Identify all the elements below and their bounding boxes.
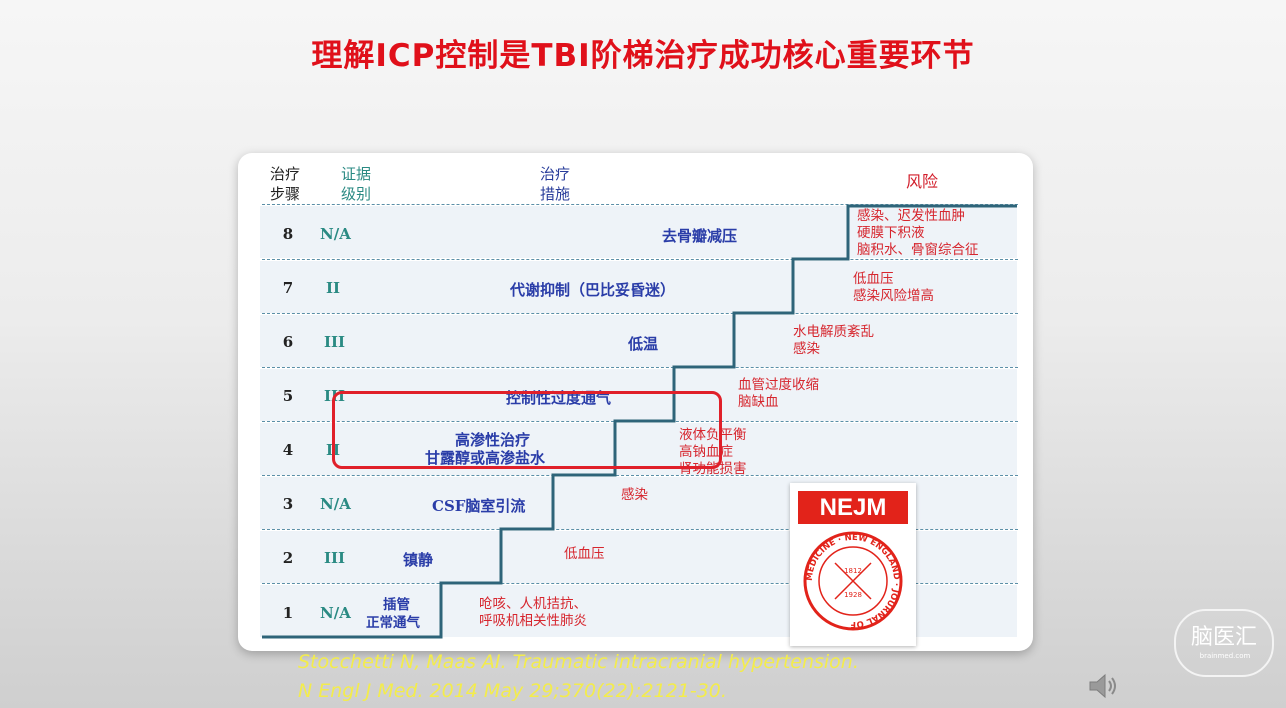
row-separator [262, 367, 1018, 368]
risk-text: 呛咳、人机拮抗、呼吸机相关性肺炎 [479, 596, 587, 629]
row-separator [262, 529, 1018, 530]
watermark-url: brainmed.com [1199, 652, 1251, 660]
watermark-logo: 脑医汇 [1174, 609, 1274, 677]
risk-text: 血管过度收缩脑缺血 [738, 377, 819, 410]
therapy-label: CSF脑室引流 [432, 497, 526, 515]
step-number: 2 [282, 549, 294, 567]
evidence-level: N/A [320, 495, 351, 513]
row-separator [262, 583, 1018, 584]
header-evidence: 证据 级别 [341, 165, 372, 203]
header-step: 治疗 步骤 [270, 165, 301, 203]
slide-title: 理解ICP控制是TBI阶梯治疗成功核心重要环节 [311, 38, 975, 74]
therapy-sublabel: 甘露醇或高渗盐水 [425, 449, 546, 467]
evidence-level: N/A [320, 225, 351, 243]
step-number: 5 [282, 387, 294, 405]
risk-text: 感染 [621, 487, 648, 503]
row-band [260, 261, 1017, 313]
risk-text: 感染、迟发性血肿硬膜下积液脑积水、骨窗综合征 [857, 208, 979, 258]
header-risk: 风险 [906, 172, 939, 191]
evidence-level: N/A [320, 604, 351, 622]
therapy-label: 高渗性治疗 [455, 431, 531, 449]
risk-text: 低血压 [564, 546, 605, 562]
therapy-label: 代谢抑制（巴比妥昏迷） [510, 281, 676, 299]
therapy-label: 去骨瓣减压 [662, 227, 738, 245]
row-separator [262, 259, 1018, 260]
step-number: 1 [282, 604, 294, 622]
risk-text: 水电解质紊乱感染 [793, 324, 874, 357]
row-band [260, 369, 1017, 421]
evidence-level: II [326, 279, 341, 297]
row-separator [262, 313, 1018, 314]
nejm-wordmark: NEJM [798, 491, 908, 524]
header-therapy: 治疗 措施 [540, 165, 571, 203]
evidence-level: III [324, 549, 346, 567]
step-number: 3 [282, 495, 294, 513]
risk-text: 液体负平衡高钠血症肾功能损害 [679, 427, 747, 477]
speaker-icon[interactable] [1087, 672, 1121, 700]
therapy-label: 插管 [383, 597, 410, 613]
risk-text: 低血压感染风险增高 [853, 271, 934, 304]
citation-line-2: N Engl J Med. 2014 May 29;370(22):2121-3… [298, 680, 727, 702]
row-separator [262, 475, 1018, 476]
citation-line-1: Stocchetti N, Maas AI. Traumatic intracr… [298, 651, 859, 673]
svg-text:1928: 1928 [844, 591, 862, 599]
step-number: 8 [282, 225, 294, 243]
evidence-level: III [324, 333, 346, 351]
step-number: 7 [282, 279, 294, 297]
svg-text:1812: 1812 [844, 567, 862, 575]
therapy-label: 镇静 [403, 551, 434, 569]
step-number: 6 [282, 333, 294, 351]
nejm-seal: MEDICINE · NEW ENGLAND · JOURNAL OF 1812… [803, 531, 903, 631]
therapy-label: 低温 [628, 335, 659, 353]
row-band [260, 315, 1017, 367]
row-separator [262, 204, 1018, 205]
row-band [260, 206, 1017, 258]
nejm-logo: NEJM MEDICINE · NEW ENGLAND · JOURNAL OF… [790, 483, 916, 646]
therapy-sublabel: 正常通气 [366, 615, 420, 631]
step-number: 4 [282, 441, 294, 459]
highlight-box [332, 391, 722, 469]
